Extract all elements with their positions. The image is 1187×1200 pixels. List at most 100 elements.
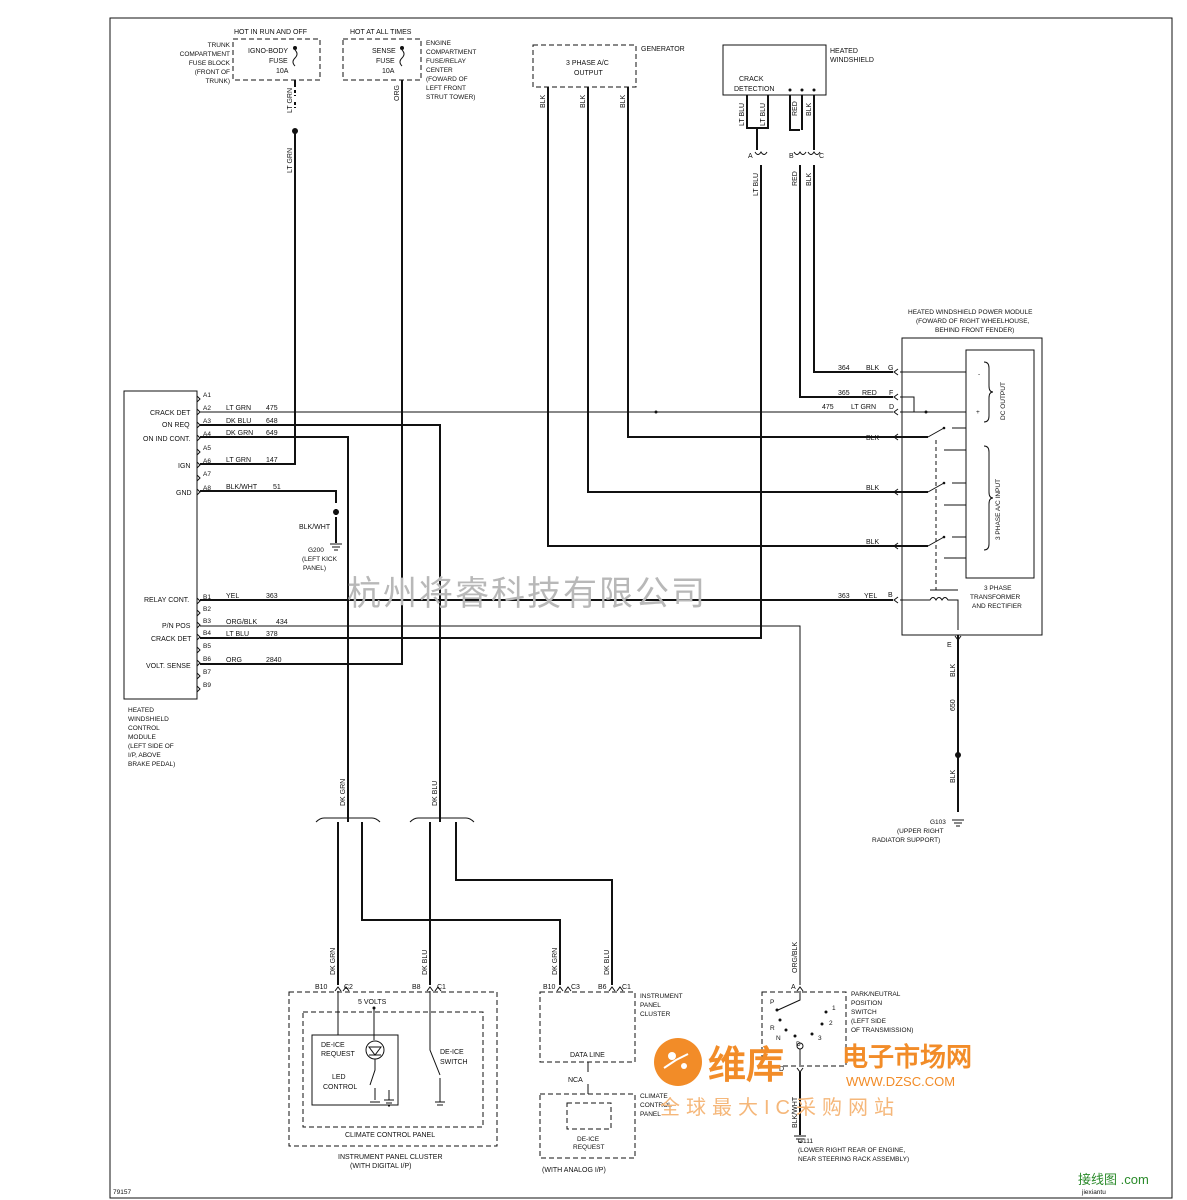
- cc-outer-box: [288, 991, 498, 1147]
- sense-loc-2: COMPARTMENT: [426, 49, 476, 56]
- pn-pos-n: N: [776, 1035, 781, 1042]
- pin-c-label: C: [819, 153, 824, 160]
- splice-dkblu: [409, 817, 475, 823]
- a-pin-chevron: [196, 474, 201, 482]
- b-pin-label: B6: [203, 656, 211, 663]
- a6-color: LT GRN: [226, 457, 251, 464]
- g-circuit: 364: [838, 365, 850, 372]
- b-pin-chevron: [196, 633, 201, 641]
- pm-title-3: BEHIND FRONT FENDER): [935, 327, 1014, 334]
- watermark-slogan: 全球最大IC采购网站: [660, 1096, 900, 1119]
- ac-blk-label-3: BLK: [866, 539, 880, 546]
- fn-gnd: GND: [176, 490, 192, 497]
- wire-b3-orgblk: [200, 625, 801, 985]
- cc-pin-c2: C2: [344, 984, 353, 991]
- wire-gen-blk-1: [547, 87, 928, 547]
- cc-deice-1: DE-ICE: [321, 1042, 345, 1049]
- b-pin-chevron: [196, 621, 201, 629]
- dc-output-label: DC OUTPUT: [1000, 382, 1007, 420]
- g200-wire-label: BLK/WHT: [299, 524, 331, 531]
- g111-2: (LOWER RIGHT REAR OF ENGINE,: [798, 1147, 905, 1154]
- b-pin-label: B2: [203, 606, 211, 613]
- g200-1: G200: [308, 547, 324, 554]
- e-blk-label-2: BLK: [950, 769, 957, 783]
- a8-circuit: 51: [273, 484, 281, 491]
- wire-hws-blk: [813, 95, 893, 373]
- pn-pos-3: 3: [818, 1035, 822, 1042]
- a-pin-label: A3: [203, 418, 211, 425]
- fn-pn-pos: P/N POS: [162, 623, 191, 630]
- ign-loc-4: (FRONT OF: [195, 69, 230, 76]
- hws-blk-2: BLK: [806, 172, 813, 186]
- cc-switch-2: SWITCH: [440, 1059, 468, 1066]
- b3-circuit: 434: [276, 619, 288, 626]
- a-pin-label: A2: [203, 405, 211, 412]
- fn-crack-det-b: CRACK DET: [151, 636, 192, 643]
- pin-a-label: A: [748, 153, 753, 160]
- ipc-analog: B10 C3 B6 C1 INSTRUMENT PANEL CLUSTER DA…: [539, 984, 683, 1174]
- pn-pos-2: 2: [829, 1020, 833, 1027]
- a2-circuit: 475: [266, 405, 278, 412]
- cc-led-1: LED: [332, 1074, 346, 1081]
- ipc-deice-box: [566, 1102, 612, 1130]
- ign-fuse-fuse: FUSE: [269, 58, 288, 65]
- ipc-note: (WITH ANALOG I/P): [542, 1167, 606, 1174]
- ipc-label-1: INSTRUMENT: [640, 993, 683, 1000]
- wire-a3-dkblu: [200, 424, 441, 815]
- cm-label-1: HEATED: [128, 707, 154, 714]
- b-pin-chevron: [196, 646, 201, 654]
- climate-control-panel: B10 C2 B8 C1 5 VOLTS DE-ICE REQUEST LED …: [288, 984, 498, 1170]
- power-module: HEATED WINDSHIELD POWER MODULE (FOWARD O…: [893, 309, 1043, 636]
- pn-label-1: PARK/NEUTRAL: [851, 991, 901, 998]
- ign-fuse-symbol: [292, 49, 298, 67]
- wire-a4-dkgrn: [200, 436, 349, 815]
- sense-fuse-symbol: [399, 49, 405, 67]
- control-module-box: [123, 390, 198, 700]
- pin-e: E: [947, 642, 952, 649]
- pm-title-2: (FOWARD OF RIGHT WHEELHOUSE,: [916, 318, 1030, 325]
- a-pin-label: A1: [203, 392, 211, 399]
- ign-fuse-group: HOT IN RUN AND OFF IGNO-BODY FUSE 10A TR…: [180, 29, 321, 85]
- a4-circuit: 649: [266, 430, 278, 437]
- g103-1: G103: [930, 819, 946, 826]
- a-pin-chevron: [196, 434, 201, 442]
- sense-loc-1: ENGINE: [426, 40, 452, 47]
- ign-hot-label: HOT IN RUN AND OFF: [234, 29, 307, 36]
- pm-trans-2: TRANSFORMER: [970, 594, 1021, 601]
- led-icon: [365, 1040, 385, 1060]
- sense-fuse-rating: 10A: [382, 68, 395, 75]
- a-pin-chevron: [196, 488, 201, 496]
- pin-f: F: [889, 390, 893, 397]
- hws-crack-1: CRACK: [739, 76, 764, 83]
- a3-color: DK BLU: [226, 418, 251, 425]
- ign-fuse-name: IGNO-BODY: [248, 48, 288, 55]
- b-pin-chevron: [196, 685, 201, 693]
- g111-3: NEAR STEERING RACK ASSEMBLY): [798, 1156, 909, 1163]
- gen-blk-label-2: BLK: [580, 94, 587, 108]
- control-module: CRACK DET ON REQ ON IND CONT. IGN GND RE…: [123, 390, 198, 700]
- sense-wire-label: ORG: [394, 85, 401, 101]
- pn-orgblk-label: ORG/BLK: [792, 942, 799, 973]
- d-color: LT GRN: [851, 404, 876, 411]
- pm-trans-1: 3 PHASE: [984, 585, 1012, 592]
- b-pin-label: B9: [203, 682, 211, 689]
- pn-blkwht-label: BLK/WHT: [792, 1096, 799, 1128]
- g103-2: (UPPER RIGHT: [897, 828, 944, 835]
- pm-title-1: HEATED WINDSHIELD POWER MODULE: [908, 309, 1033, 316]
- cc-cluster-1: INSTRUMENT PANEL CLUSTER: [338, 1154, 443, 1161]
- ipc-pin-b10: B10: [543, 984, 556, 991]
- e-circuit-label: 650: [950, 699, 957, 711]
- pin-b: B: [888, 592, 893, 599]
- ign-loc-3: FUSE BLOCK: [189, 60, 231, 67]
- e-blk-label-1: BLK: [950, 663, 957, 677]
- hws-label-2: WINDSHIELD: [830, 57, 874, 64]
- a4-color: DK GRN: [226, 430, 253, 437]
- cm-label-6: I/P, ABOVE: [128, 752, 161, 759]
- b6-circuit: 2840: [266, 657, 282, 664]
- fn-relay: RELAY CONT.: [144, 597, 189, 604]
- cc-cluster-2: (WITH DIGITAL I/P): [350, 1163, 411, 1170]
- b-pin-chevron: [196, 597, 201, 605]
- ac-input-label: 3 PHASE A/C INPUT: [995, 479, 1002, 540]
- cm-label-5: (LEFT SIDE OF: [128, 743, 174, 750]
